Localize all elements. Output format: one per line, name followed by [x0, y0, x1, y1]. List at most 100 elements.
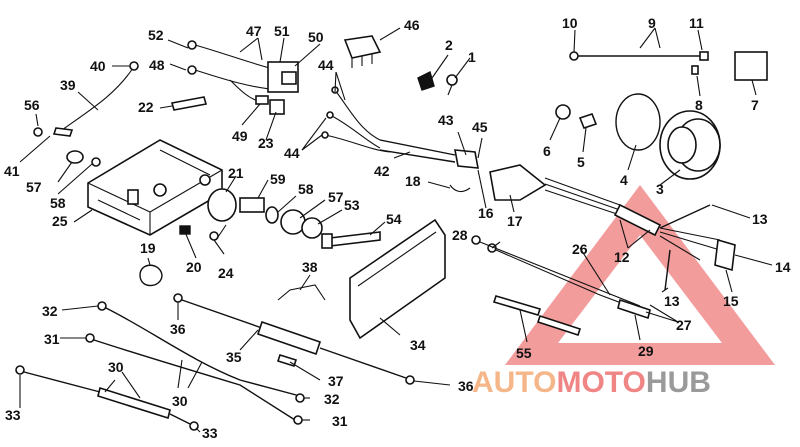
watermark-moto: MOTO: [556, 366, 645, 399]
part-12: 12: [614, 249, 630, 265]
part-46: 46: [404, 17, 420, 33]
rod-22: [170, 96, 208, 111]
part-6: 6: [543, 143, 551, 159]
part-3: 3: [656, 181, 664, 197]
clip-23: [269, 99, 285, 115]
leader-lines: [19, 27, 773, 433]
watermark-text: AUTOMOTOHUB: [472, 366, 711, 399]
washer-57: [66, 150, 84, 164]
part-28: 28: [452, 227, 468, 243]
part-22: 22: [138, 99, 154, 115]
gauge-3: [659, 110, 721, 180]
part-8: 8: [695, 97, 703, 113]
part-1: 1: [468, 49, 476, 65]
sleeve-55b: [536, 314, 582, 337]
part-25: 25: [52, 213, 68, 229]
sleeve-55a: [492, 295, 542, 316]
part-44b: 44: [284, 145, 300, 161]
harness-30: [85, 301, 305, 425]
part-24: 24: [218, 265, 234, 281]
washer-53: [301, 217, 323, 239]
wire-13-low: [664, 249, 671, 291]
clip-20: [179, 225, 191, 235]
part-17: 17: [507, 213, 523, 229]
part-16: 16: [478, 205, 494, 221]
bolt-54: [321, 231, 381, 249]
pin-8: [691, 65, 699, 75]
connector-7: [734, 51, 768, 81]
part-44a: 44: [318, 57, 334, 73]
part-37: 37: [328, 373, 344, 389]
part-31a: 31: [44, 331, 60, 347]
part-32a: 32: [42, 303, 58, 319]
part-18: 18: [405, 173, 421, 189]
harness-35: [173, 293, 415, 385]
part-19: 19: [140, 240, 156, 256]
part-26: 26: [572, 241, 588, 257]
part-32b: 32: [324, 391, 340, 407]
clip-38: [277, 284, 326, 301]
sleeve-59: [239, 197, 265, 213]
part-54: 54: [386, 211, 402, 227]
cover-34: [349, 218, 446, 340]
watermark-auto: AUTO: [472, 366, 556, 399]
part-50: 50: [308, 29, 324, 45]
part-49: 49: [232, 128, 248, 144]
part-34: 34: [410, 337, 426, 353]
strap-39: [52, 61, 139, 137]
screw-1: [446, 74, 458, 96]
part-36a: 36: [170, 321, 186, 337]
part-27: 27: [676, 317, 692, 333]
part-38: 38: [302, 259, 318, 275]
part-2: 2: [445, 37, 453, 53]
part-33b: 33: [202, 425, 218, 441]
part-40: 40: [90, 58, 106, 74]
part-56: 56: [24, 97, 40, 113]
screw-24: [209, 231, 225, 255]
part-4: 4: [620, 172, 628, 188]
watermark-hub: HUB: [646, 366, 711, 399]
part-41: 41: [4, 163, 20, 179]
ring-4: [615, 93, 661, 151]
part-29: 29: [638, 343, 654, 359]
part-35: 35: [226, 349, 242, 365]
watermark-triangle: [505, 185, 775, 365]
clip-18: [449, 184, 471, 193]
part-57a: 57: [26, 179, 42, 195]
clamp-19: [139, 264, 163, 287]
part-20: 20: [186, 259, 202, 275]
part-10: 10: [562, 15, 578, 31]
part-23: 23: [258, 135, 274, 151]
connector-17: [489, 164, 736, 272]
part-57b: 57: [328, 189, 344, 205]
harness-top: [187, 40, 299, 105]
grommet-21: [207, 188, 237, 222]
part-21: 21: [228, 165, 244, 181]
part-33a: 33: [5, 407, 21, 423]
harness-33: [15, 365, 199, 431]
part-30b: 30: [172, 393, 188, 409]
socket-6: [555, 104, 571, 120]
part-13a: 13: [752, 211, 768, 227]
part-15: 15: [723, 293, 739, 309]
clip-2: [417, 70, 435, 91]
part-53: 53: [344, 197, 360, 213]
housing-box: [87, 139, 223, 236]
part-36b: 36: [458, 378, 474, 394]
part-7: 7: [751, 97, 759, 113]
part-11: 11: [689, 15, 704, 31]
part-47: 47: [246, 23, 262, 39]
wire-13-top: [659, 204, 711, 229]
part-30a: 30: [108, 359, 124, 375]
bulb-5: [578, 113, 598, 129]
part-39: 39: [60, 77, 76, 93]
part-9: 9: [648, 15, 656, 31]
part-55: 55: [516, 345, 532, 361]
part-13b: 13: [664, 293, 680, 309]
part-59: 59: [270, 171, 286, 187]
part-58a: 58: [50, 195, 66, 211]
cable-9: [569, 51, 709, 61]
part-52: 52: [148, 27, 164, 43]
